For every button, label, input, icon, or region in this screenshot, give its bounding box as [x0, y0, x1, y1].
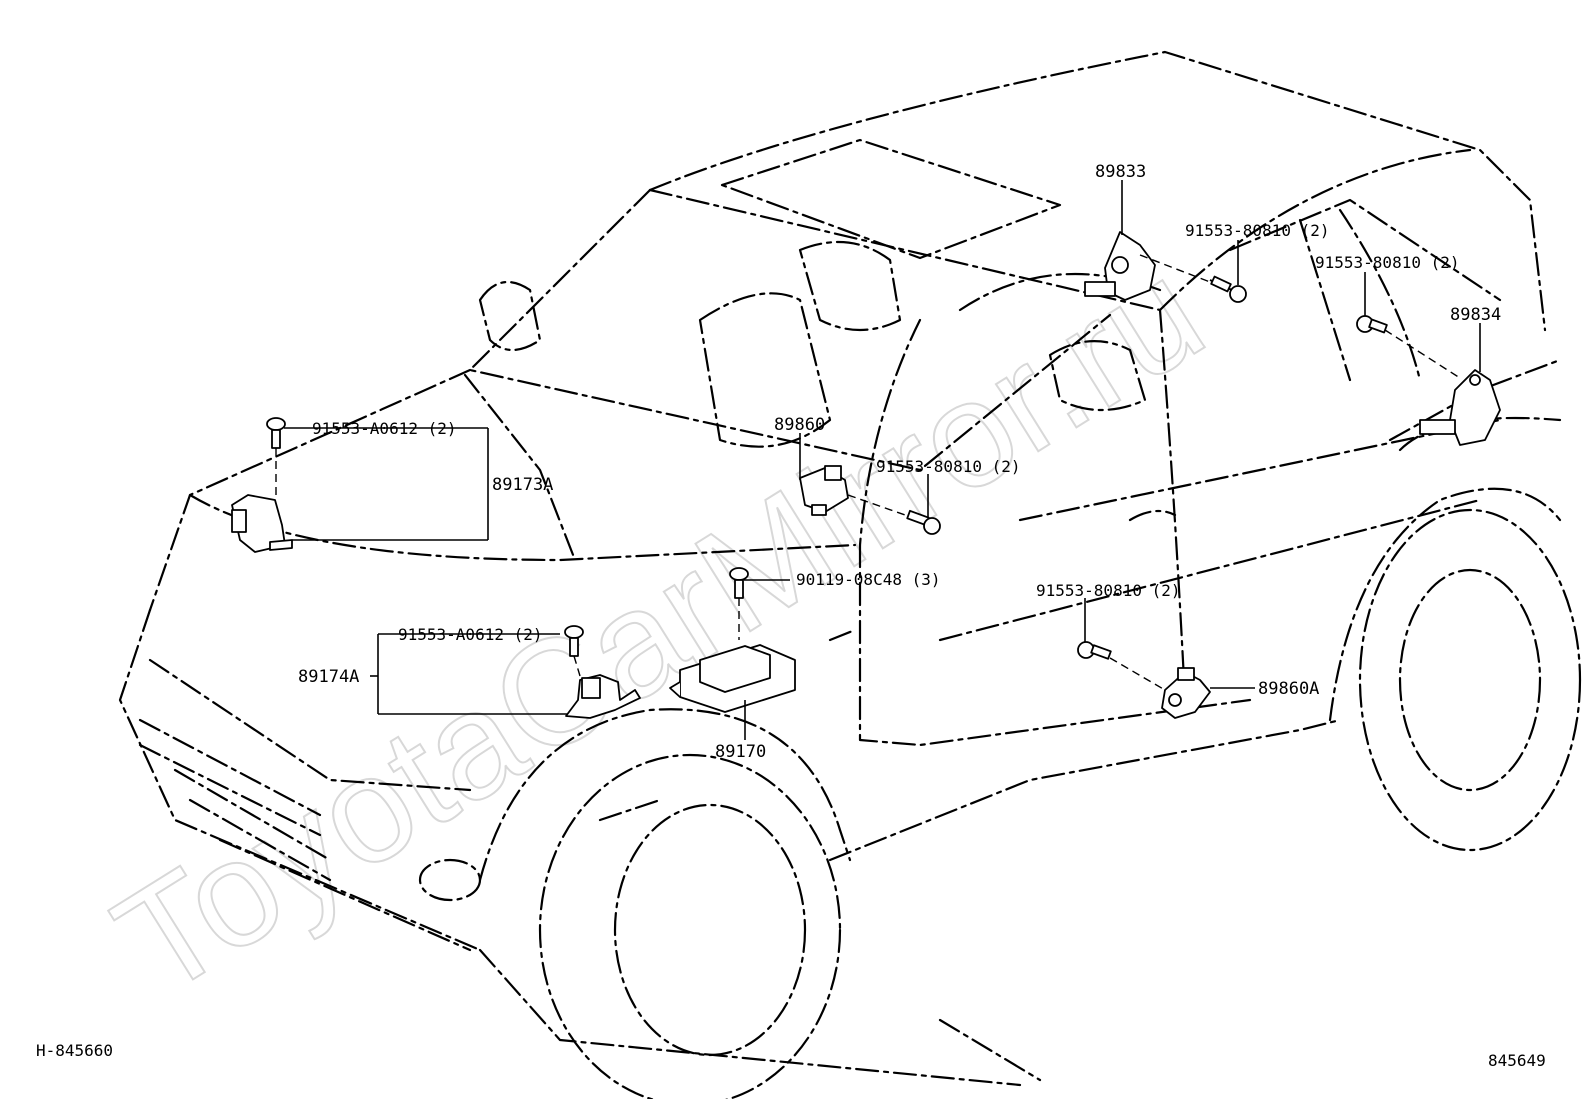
label-bolt-89170: 90119-08C48 (3)	[796, 570, 941, 589]
sensor-89173A[interactable]	[231, 494, 293, 553]
label-bolt-89173A: 91553-A0612 (2)	[312, 419, 457, 438]
label-89860: 89860	[774, 415, 825, 435]
bolt-89833[interactable]	[1209, 275, 1247, 303]
leader-lines	[275, 180, 1481, 740]
bolt-89860A[interactable]	[1077, 641, 1112, 660]
watermark-text: ToyotaCarMirror.ru	[88, 227, 1230, 1028]
airbag-ecu-89170[interactable]	[669, 644, 796, 713]
sensor-89833[interactable]	[1084, 231, 1156, 301]
label-89173A: 89173A	[492, 475, 553, 495]
bolt-89860[interactable]	[906, 509, 941, 535]
footer-right-code: 845649	[1488, 1051, 1546, 1070]
vehicle-outline	[118, 50, 1582, 1099]
label-89170: 89170	[715, 742, 766, 762]
bolt-89170[interactable]	[729, 567, 749, 599]
label-bolt-89860A: 91553-80810 (2)	[1036, 581, 1181, 600]
bolt-89173A[interactable]	[266, 417, 286, 449]
footer-left-code: H-845660	[36, 1041, 113, 1060]
sensor-89174A[interactable]	[565, 674, 641, 719]
label-89834: 89834	[1450, 305, 1501, 325]
sensor-89860A[interactable]	[1161, 667, 1211, 719]
label-89833: 89833	[1095, 162, 1146, 182]
label-89174A: 89174A	[298, 667, 359, 687]
sensor-89860[interactable]	[799, 465, 849, 516]
label-bolt-89860: 91553-80810 (2)	[876, 457, 1021, 476]
bolt-89174A[interactable]	[564, 625, 584, 657]
label-bolt-89834: 91553-80810 (2)	[1315, 253, 1460, 272]
bolt-89834[interactable]	[1356, 315, 1388, 334]
label-bolt-89174A: 91553-A0612 (2)	[398, 625, 543, 644]
label-89860A: 89860A	[1258, 679, 1319, 699]
sensor-89834[interactable]	[1419, 369, 1501, 446]
label-bolt-89833: 91553-80810 (2)	[1185, 221, 1330, 240]
